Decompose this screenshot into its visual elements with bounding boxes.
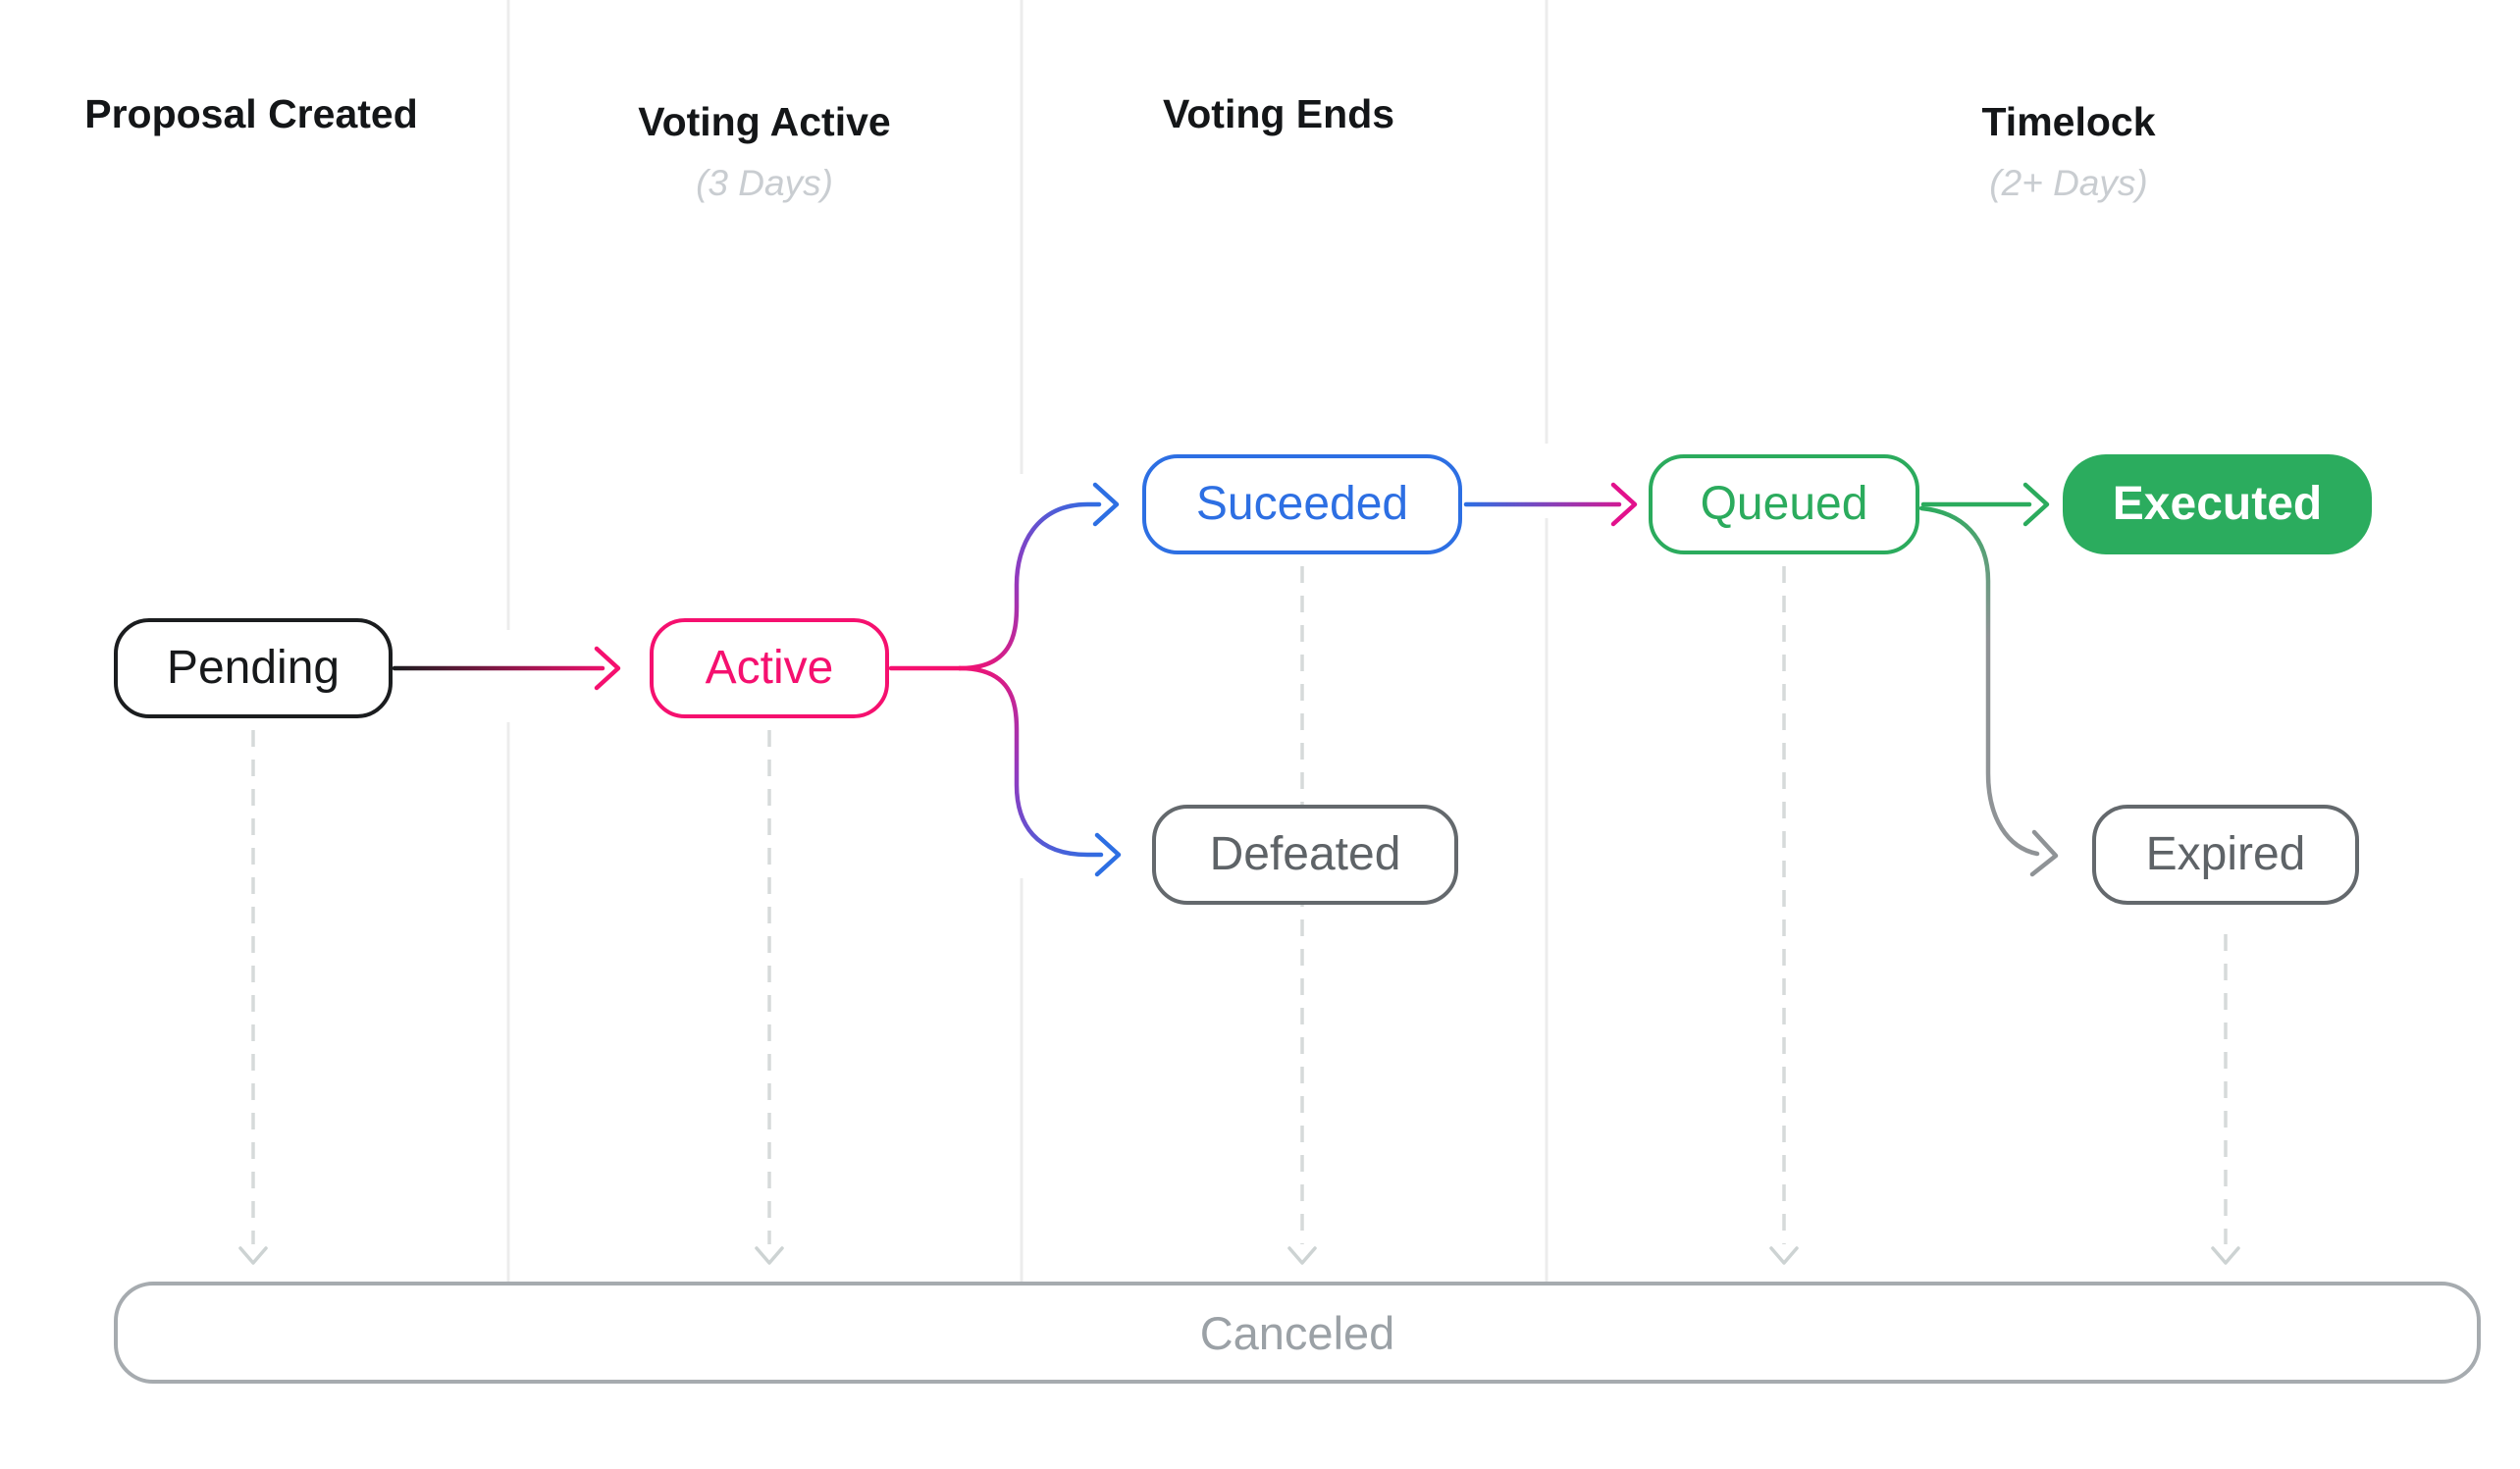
node-succeeded: Suceeded bbox=[1142, 454, 1462, 554]
column-title-timelock: Timelock bbox=[1981, 99, 2156, 144]
edge-succeeded-queued bbox=[1463, 482, 1638, 527]
canceled-bar: Canceled bbox=[114, 1282, 2481, 1384]
edge-queued-expired bbox=[1918, 505, 2059, 877]
edge-active-defeated bbox=[957, 665, 1104, 858]
node-pending: Pending bbox=[114, 618, 393, 718]
node-executed: Executed bbox=[2063, 454, 2372, 554]
edge-active-fork bbox=[888, 482, 1122, 877]
node-queued: Queued bbox=[1649, 454, 1919, 554]
cancel-dashed-lines bbox=[251, 566, 2228, 1244]
column-dividers bbox=[506, 0, 1549, 1282]
node-expired: Expired bbox=[2092, 805, 2359, 905]
column-title-proposal-created: Proposal Created bbox=[84, 91, 418, 136]
node-defeated: Defeated bbox=[1152, 805, 1458, 905]
edge-queued-executed bbox=[1920, 482, 2050, 527]
column-subtitle-timelock: (2+ Days) bbox=[1989, 163, 2148, 203]
edge-pending-active bbox=[392, 646, 621, 691]
cancel-arrowheads bbox=[238, 1246, 2240, 1265]
column-title-voting-ends: Voting Ends bbox=[1162, 91, 1395, 136]
column-title-voting-active: Voting Active bbox=[638, 99, 891, 144]
node-active: Active bbox=[650, 618, 889, 718]
column-subtitle-voting-active: (3 Days) bbox=[696, 163, 833, 203]
edge-active-succeeded bbox=[957, 501, 1102, 671]
